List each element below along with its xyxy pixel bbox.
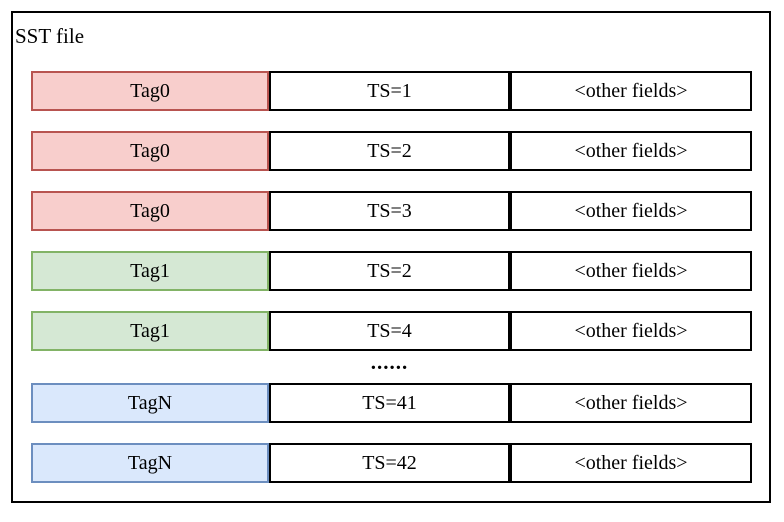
record-row: Tag0 TS=1 <other fields> xyxy=(31,71,752,111)
timestamp-cell: TS=42 xyxy=(269,443,510,483)
tag-cell: Tag1 xyxy=(31,251,269,291)
other-fields-cell: <other fields> xyxy=(510,383,752,423)
ellipsis-label: ...... xyxy=(370,350,409,374)
timestamp-cell: TS=4 xyxy=(269,311,510,351)
timestamp-cell: TS=2 xyxy=(269,131,510,171)
tag-cell: TagN xyxy=(31,383,269,423)
sst-file-box: SST file Tag0 TS=1 <other fields> Tag0 T… xyxy=(11,11,771,503)
tag-cell: Tag1 xyxy=(31,311,269,351)
record-row: Tag1 TS=2 <other fields> xyxy=(31,251,752,291)
tag-cell: Tag0 xyxy=(31,131,269,171)
other-fields-cell: <other fields> xyxy=(510,191,752,231)
other-fields-cell: <other fields> xyxy=(510,251,752,291)
tag-cell: TagN xyxy=(31,443,269,483)
other-fields-cell: <other fields> xyxy=(510,311,752,351)
record-row: Tag1 TS=4 <other fields> xyxy=(31,311,752,351)
timestamp-cell: TS=2 xyxy=(269,251,510,291)
sst-file-label: SST file xyxy=(15,24,85,48)
record-row: Tag0 TS=3 <other fields> xyxy=(31,191,752,231)
other-fields-cell: <other fields> xyxy=(510,71,752,111)
tag-cell: Tag0 xyxy=(31,191,269,231)
timestamp-cell: TS=41 xyxy=(269,383,510,423)
record-row: Tag0 TS=2 <other fields> xyxy=(31,131,752,171)
record-row: TagN TS=42 <other fields> xyxy=(31,443,752,483)
tag-cell: Tag0 xyxy=(31,71,269,111)
other-fields-cell: <other fields> xyxy=(510,131,752,171)
timestamp-cell: TS=3 xyxy=(269,191,510,231)
timestamp-cell: TS=1 xyxy=(269,71,510,111)
record-row: TagN TS=41 <other fields> xyxy=(31,383,752,423)
other-fields-cell: <other fields> xyxy=(510,443,752,483)
